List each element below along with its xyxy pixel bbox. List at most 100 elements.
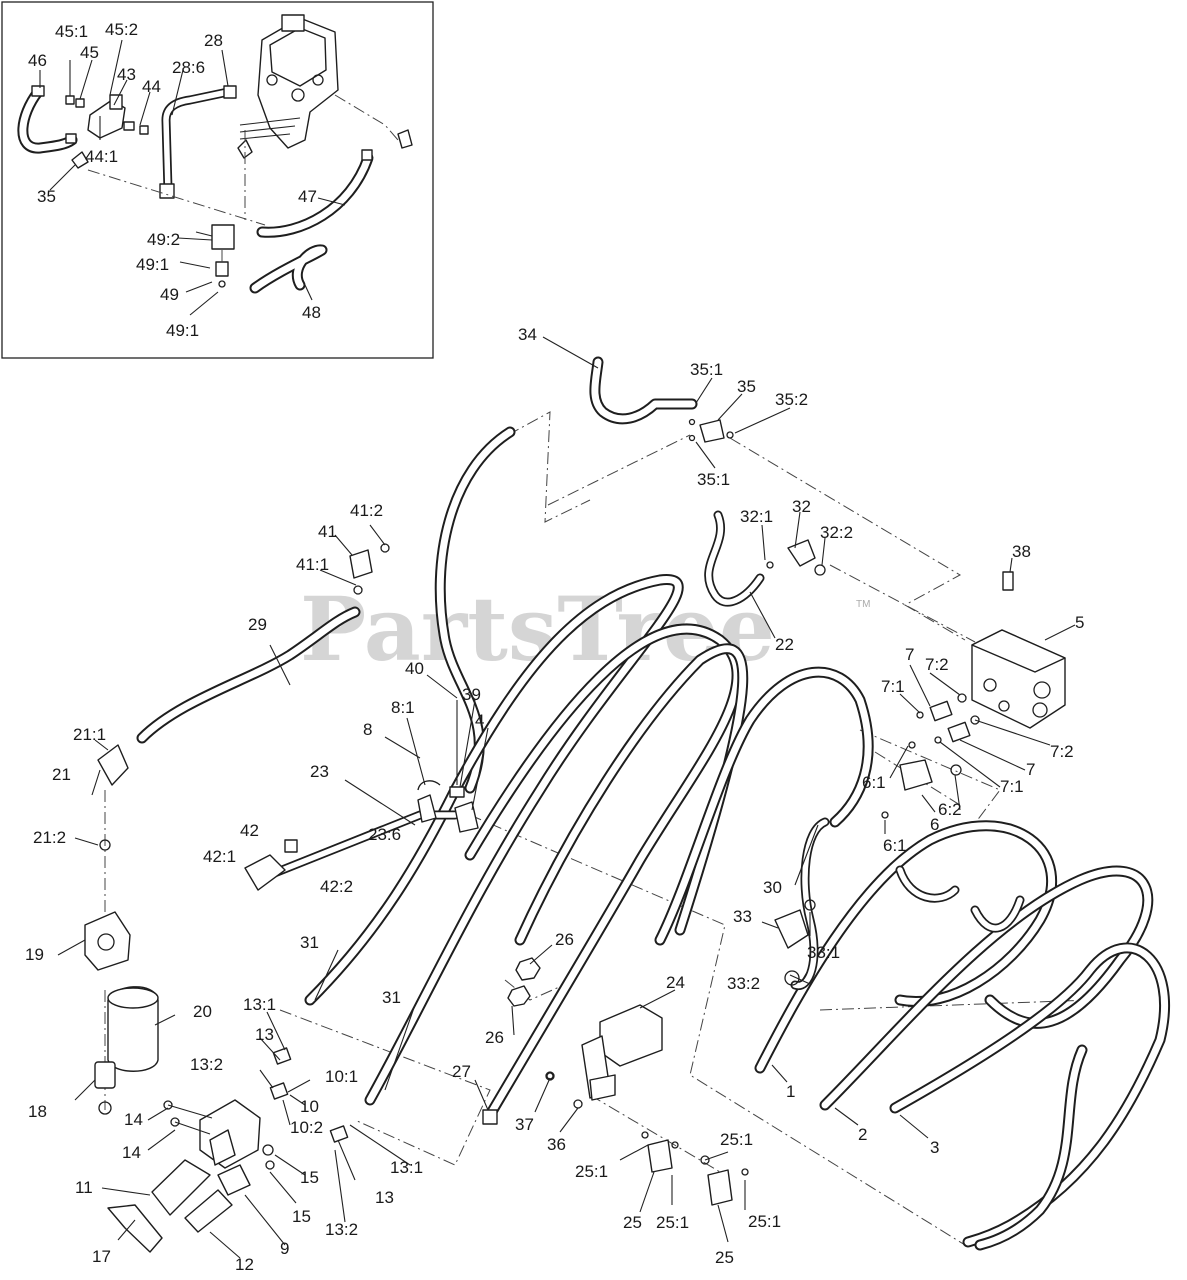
callout-32: 32 [792,497,811,516]
callout-30: 30 [763,878,782,897]
callout-28-6: 28:6 [172,58,205,77]
callout-45-1: 45:1 [55,22,88,41]
callout-27: 27 [452,1062,471,1081]
callout-26-a: 26 [555,930,574,949]
callout-35: 35 [737,377,756,396]
callout-49-1-a: 49:1 [136,255,169,274]
callout-9: 9 [280,1239,289,1258]
callout-35-inset: 35 [37,187,56,206]
callout-33: 33 [733,907,752,926]
callout-34: 34 [518,325,537,344]
callout-1: 1 [786,1082,795,1101]
callout-25-1-d: 25:1 [748,1212,781,1231]
callout-43: 43 [117,65,136,84]
callout-19: 19 [25,945,44,964]
callout-13-2-a: 13:2 [190,1055,223,1074]
callout-7-2-a: 7:2 [925,655,949,674]
callout-8: 8 [363,720,372,739]
callout-41-2: 41:2 [350,501,383,520]
hoses [136,356,1170,1251]
callout-28: 28 [204,31,223,50]
callout-49-1-b: 49:1 [166,321,199,340]
callout-45: 45 [80,43,99,62]
callout-3: 3 [930,1138,939,1157]
callout-labels: 45:1 45:2 45 46 43 44 28 28:6 44:1 35 47… [25,20,1084,1274]
callout-41: 41 [318,522,337,541]
components [84,418,1066,1253]
callout-13-1-a: 13:1 [243,995,276,1014]
callout-25-1-b: 25:1 [656,1213,689,1232]
callout-42-1: 42:1 [203,847,236,866]
callout-7-1-a: 7:1 [881,677,905,696]
callout-45-2: 45:2 [105,20,138,39]
inset-frame [1,1,434,359]
callout-37: 37 [515,1115,534,1134]
callout-13-a: 13 [255,1025,274,1044]
callout-14-a: 14 [124,1110,143,1129]
callout-38: 38 [1012,542,1031,561]
callout-7-b: 7 [1026,760,1035,779]
dashed-centerlines [104,411,1091,1246]
callout-46: 46 [28,51,47,70]
callout-10: 10 [300,1097,319,1116]
callout-24: 24 [666,973,685,992]
callout-40: 40 [405,659,424,678]
callout-6-1-a: 6:1 [862,773,886,792]
callout-8-1: 8:1 [391,698,415,717]
callout-33-1: 33:1 [807,943,840,962]
callout-25-a: 25 [623,1213,642,1232]
callout-7-1-b: 7:1 [1000,777,1024,796]
callout-10-1: 10:1 [325,1067,358,1086]
callout-42-2: 42:2 [320,877,353,896]
callout-36: 36 [547,1135,566,1154]
callout-21: 21 [52,765,71,784]
callout-44-1: 44:1 [85,147,118,166]
callout-6: 6 [930,815,939,834]
callout-35-1-b: 35:1 [697,470,730,489]
callout-12: 12 [235,1255,254,1274]
callout-2: 2 [858,1125,867,1144]
callout-32-1: 32:1 [740,507,773,526]
callout-25-1-a: 25:1 [575,1162,608,1181]
callout-32-2: 32:2 [820,523,853,542]
callout-39: 39 [462,685,481,704]
callout-29: 29 [248,615,267,634]
callout-44: 44 [142,77,161,96]
callout-20: 20 [193,1002,212,1021]
callout-15-a: 15 [300,1168,319,1187]
leader-lines [39,39,1076,1259]
callout-35-1-a: 35:1 [690,360,723,379]
callout-21-1: 21:1 [73,725,106,744]
callout-14-b: 14 [122,1143,141,1162]
callout-49-2: 49:2 [147,230,180,249]
callout-11: 11 [75,1178,93,1197]
callout-7-a: 7 [905,645,914,664]
callout-49: 49 [160,285,179,304]
watermark-tm: TM [856,599,870,610]
callout-33-2: 33:2 [727,974,760,993]
callout-18: 18 [28,1102,47,1121]
callout-6-1-b: 6:1 [883,836,907,855]
callout-7-2-b: 7:2 [1050,742,1074,761]
callout-25-1-c: 25:1 [720,1130,753,1149]
callout-41-1: 41:1 [296,555,329,574]
callout-35-2: 35:2 [775,390,808,409]
callout-13-2-b: 13:2 [325,1220,358,1239]
callout-13-b: 13 [375,1188,394,1207]
inset-assembly [17,14,413,294]
callout-23-6: 23:6 [368,825,401,844]
callout-42: 42 [240,821,259,840]
callout-6-2: 6:2 [938,800,962,819]
callout-48: 48 [302,303,321,322]
callout-26-b: 26 [485,1028,504,1047]
callout-5: 5 [1075,613,1084,632]
callout-4: 4 [475,711,484,730]
callout-13-1-b: 13:1 [390,1158,423,1177]
callout-10-2: 10:2 [290,1118,323,1137]
callout-17: 17 [92,1247,111,1266]
callout-23: 23 [310,762,329,781]
callout-25-b: 25 [715,1248,734,1267]
callout-21-2: 21:2 [33,828,66,847]
